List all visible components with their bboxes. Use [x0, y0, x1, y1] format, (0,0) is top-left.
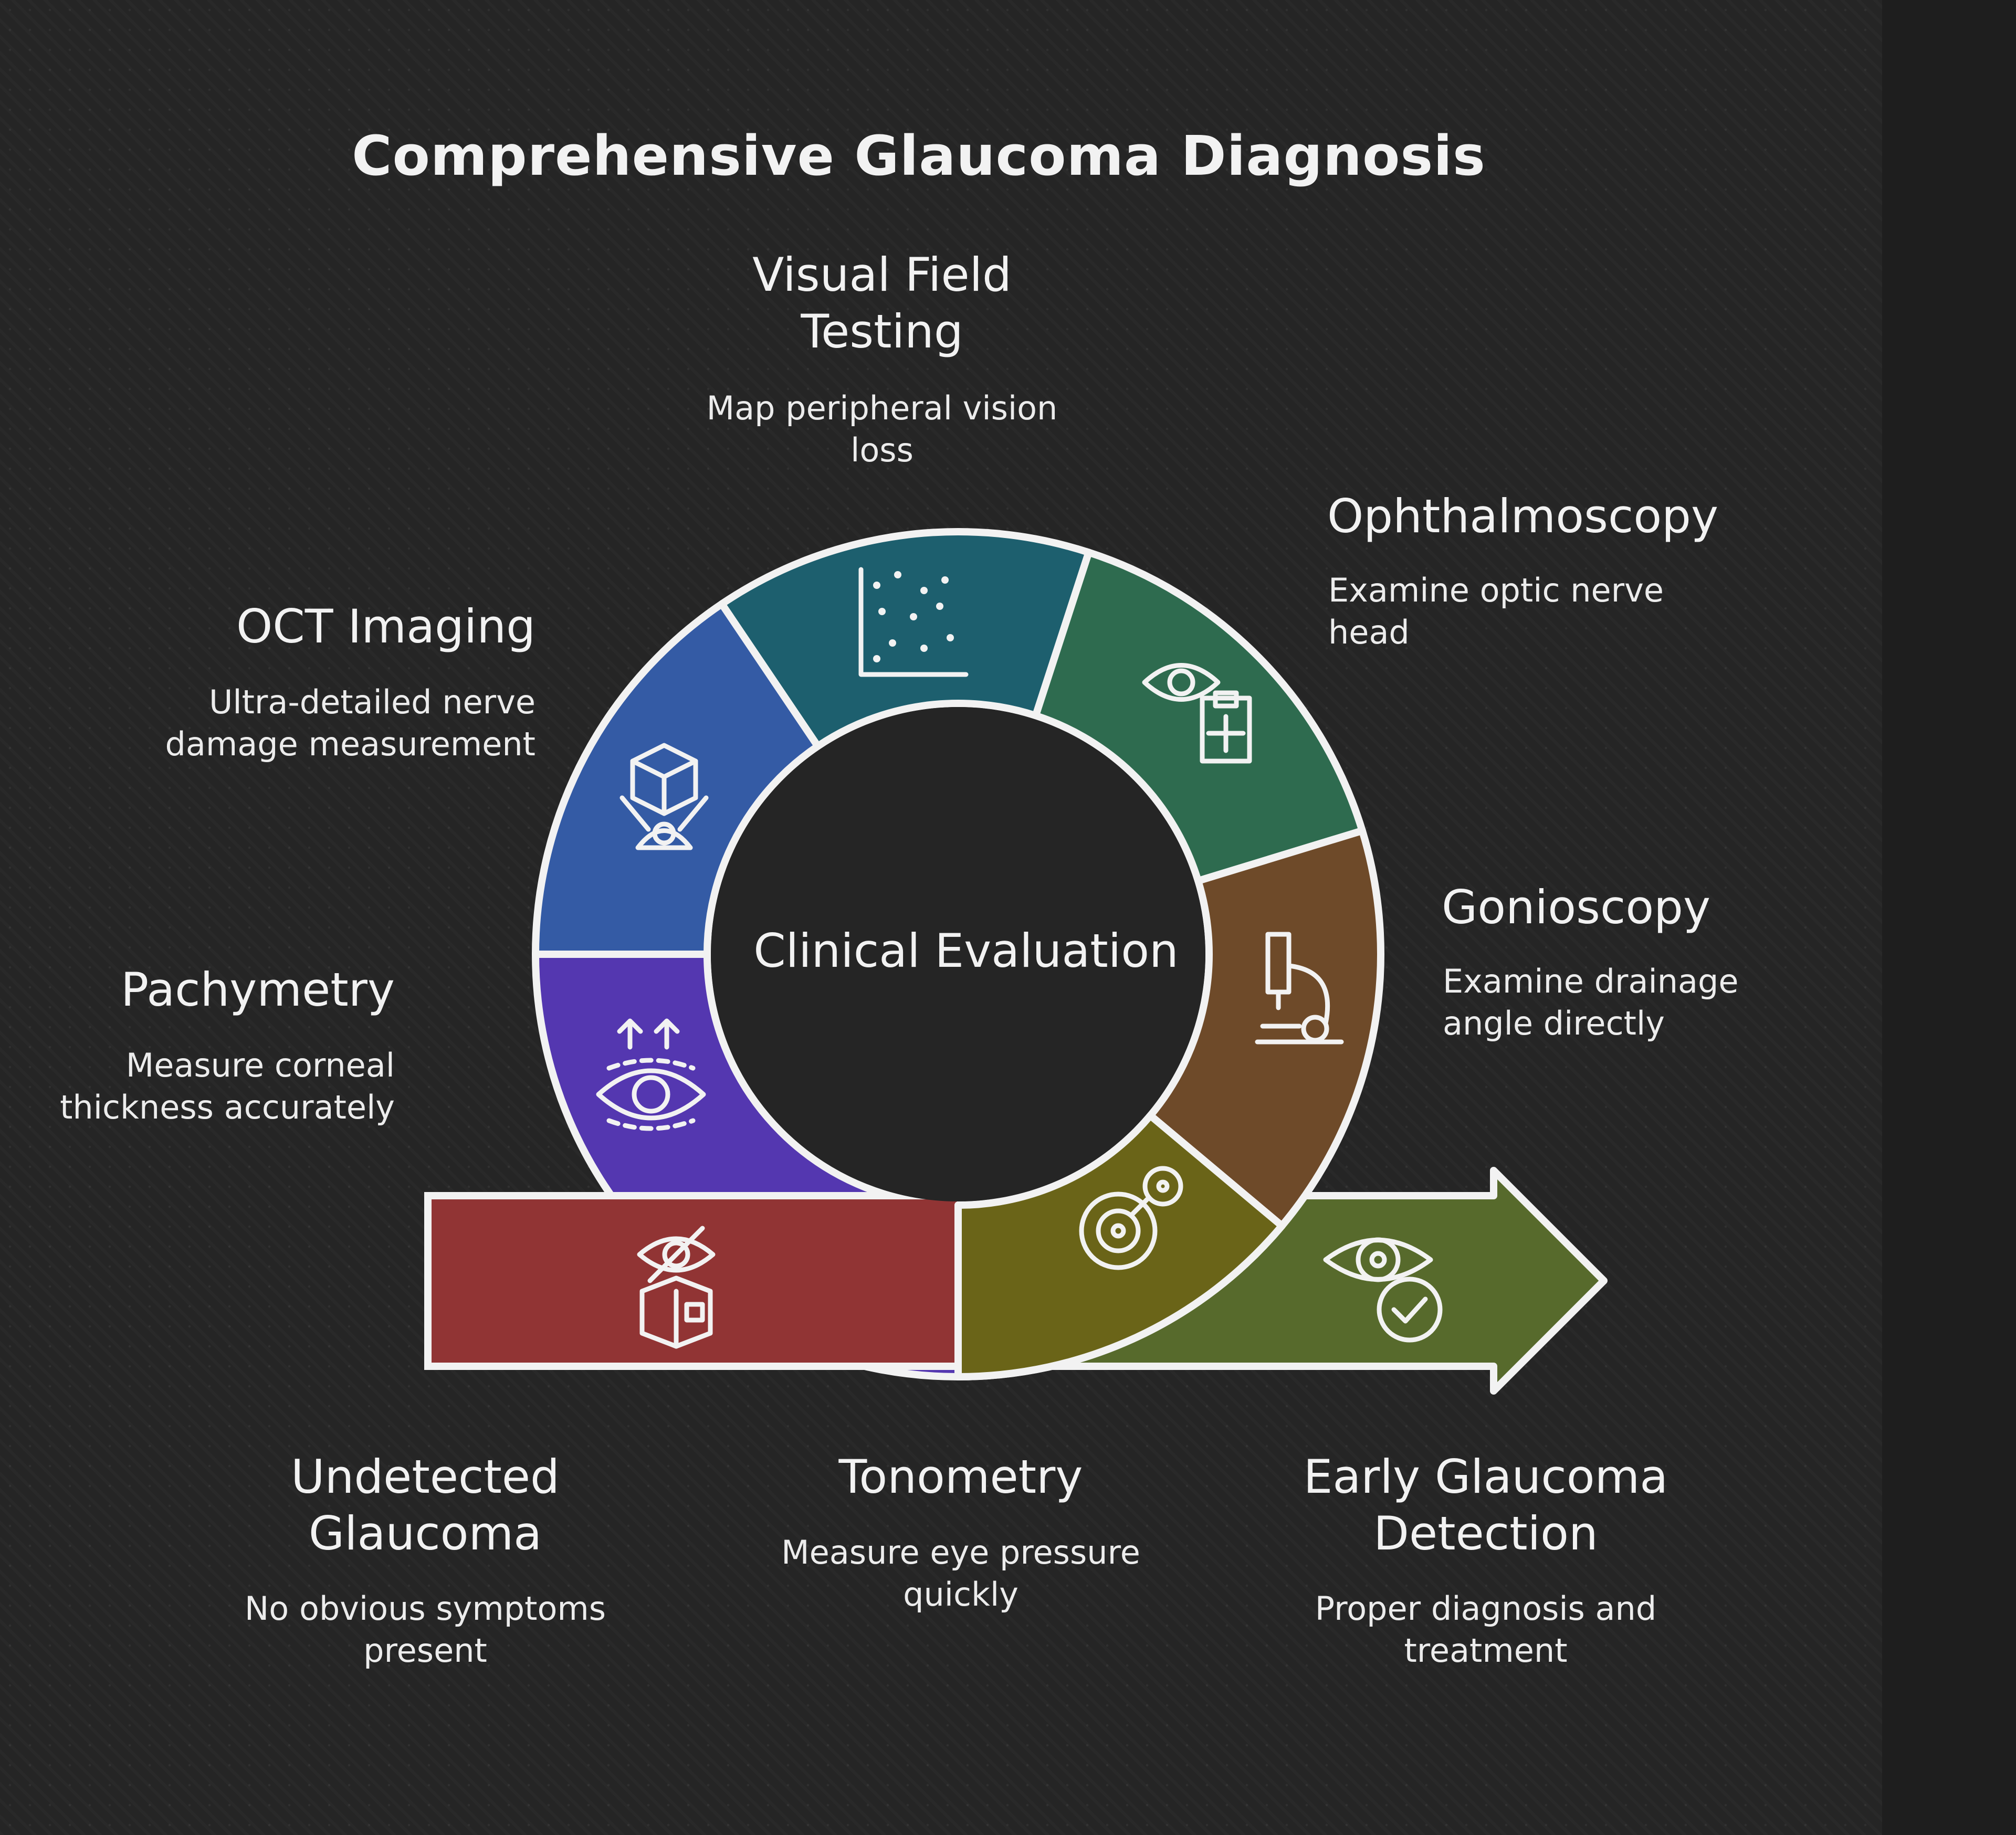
- step-description: Measure eye pressure quickly: [724, 1532, 1197, 1616]
- title-line: Early Glaucoma: [1303, 1450, 1668, 1504]
- desc-line: treatment: [1404, 1631, 1568, 1670]
- title-line: Pachymetry: [121, 963, 395, 1017]
- tonometry-segment-front: [954, 1112, 1286, 1380]
- desc-line: Examine optic nerve: [1328, 571, 1664, 609]
- center-hole: [711, 707, 1205, 1201]
- step-description: Examine drainage angle directly: [1443, 961, 1915, 1045]
- title-line: Ophthalmoscopy: [1327, 489, 1719, 543]
- title-line: Testing: [801, 304, 963, 358]
- desc-line: Proper diagnosis and: [1315, 1589, 1657, 1628]
- step-title: Gonioscopy: [1442, 879, 1914, 936]
- step-description: Ultra-detailed nerve damage measurement: [63, 681, 536, 765]
- cube-scan-icon: [620, 743, 709, 850]
- desc-line: damage measurement: [165, 725, 536, 763]
- step-description: Map peripheral vision loss: [646, 387, 1118, 471]
- desc-line: Map peripheral vision: [706, 389, 1058, 427]
- step-title: Ophthalmoscopy: [1327, 488, 1800, 545]
- step-title: Visual Field Testing: [646, 247, 1118, 360]
- desc-line: No obvious symptoms: [244, 1589, 606, 1628]
- desc-line: Examine drainage: [1443, 962, 1739, 1000]
- title-line: Glaucoma: [308, 1506, 542, 1560]
- step-title: Tonometry: [724, 1449, 1197, 1505]
- desc-line: Measure eye pressure: [781, 1533, 1140, 1572]
- step-description: Examine optic nerve head: [1328, 570, 1801, 653]
- oct-imaging-segment: [532, 600, 822, 958]
- desc-line: Measure corneal: [125, 1046, 395, 1084]
- desc-line: thickness accurately: [60, 1088, 395, 1126]
- title-line: Visual Field: [752, 248, 1012, 302]
- step-description: Proper diagnosis and treatment: [1250, 1588, 1722, 1672]
- eye-arrows-icon: [596, 1018, 706, 1131]
- step-description: Measure corneal thickness accurately: [0, 1045, 395, 1129]
- desc-line: angle directly: [1443, 1004, 1665, 1042]
- step-title: Undetected Glaucoma: [189, 1449, 662, 1562]
- title-line: Tonometry: [838, 1450, 1083, 1504]
- title-line: Detection: [1373, 1506, 1598, 1560]
- eye-clipboard-icon: [1142, 663, 1252, 764]
- undetected-glaucoma-front: [424, 1192, 964, 1370]
- title-line: Undetected: [291, 1450, 560, 1504]
- step-title: Pachymetry: [0, 962, 395, 1018]
- scatter-plot-icon: [858, 567, 969, 677]
- step-description: No obvious symptoms present: [189, 1588, 662, 1672]
- pressure-gauge-icon: [1079, 1166, 1183, 1270]
- desc-line: Ultra-detailed nerve: [209, 683, 536, 721]
- desc-line: head: [1328, 613, 1410, 651]
- ophthalmoscopy-segment: [1032, 549, 1366, 885]
- hidden-eye-box-icon: [637, 1226, 716, 1349]
- title-line: Gonioscopy: [1442, 880, 1711, 934]
- desc-line: loss: [850, 431, 914, 469]
- title-line: OCT Imaging: [236, 599, 536, 653]
- microscope-icon: [1255, 932, 1344, 1045]
- step-title: Early Glaucoma Detection: [1250, 1449, 1722, 1562]
- visual-field-segment: [718, 528, 1093, 750]
- eye-check-icon: [1323, 1237, 1443, 1343]
- desc-line: present: [363, 1631, 487, 1670]
- desc-line: quickly: [903, 1575, 1018, 1613]
- page-title: Comprehensive Glaucoma Diagnosis: [352, 124, 1486, 188]
- center-label: Clinical Evaluation: [753, 924, 1179, 978]
- step-title: OCT Imaging: [63, 598, 536, 655]
